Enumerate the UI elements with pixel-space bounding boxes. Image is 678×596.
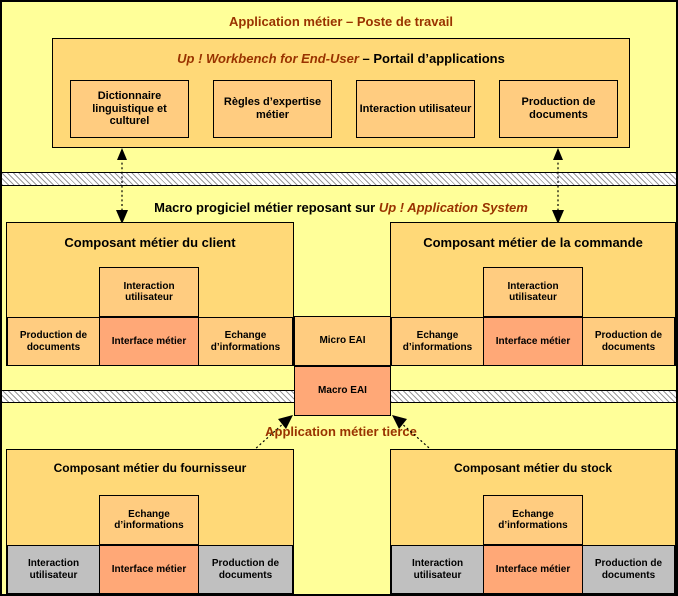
- component-commande-cell-production[interactable]: Production de documents: [582, 317, 675, 366]
- component-stock-cell-interaction[interactable]: Interaction utilisateur: [391, 545, 484, 594]
- separator-band-bottom-left: [2, 390, 294, 403]
- component-fournisseur-header: Composant métier du fournisseur: [53, 461, 247, 475]
- third-party-band-title: Application métier tierce: [265, 424, 417, 439]
- portal-module-interaction[interactable]: Interaction utilisateur: [356, 80, 475, 138]
- component-fournisseur-cell-production[interactable]: Production de documents: [198, 545, 293, 594]
- component-stock-cell-interface[interactable]: Interface métier: [483, 545, 583, 594]
- component-fournisseur-cell-interaction[interactable]: Interaction utilisateur: [7, 545, 100, 594]
- component-client-cell-production[interactable]: Production de documents: [7, 317, 100, 366]
- component-stock-echange-informations[interactable]: Echange d’informations: [483, 495, 583, 545]
- portal-container: Up ! Workbench for End-User – Portail d’…: [52, 38, 630, 148]
- component-stock: Composant métier du stock Echange d’info…: [390, 449, 676, 594]
- component-client-header: Composant métier du client: [64, 235, 236, 250]
- portal-title-suffix: – Portail d’applications: [358, 51, 505, 66]
- component-commande-cell-interface[interactable]: Interface métier: [483, 317, 583, 366]
- component-fournisseur-echange-informations[interactable]: Echange d’informations: [99, 495, 199, 545]
- component-stock-cell-production[interactable]: Production de documents: [582, 545, 675, 594]
- component-client-cell-echange[interactable]: Echange d’informations: [198, 317, 293, 366]
- component-fournisseur-cell-interface[interactable]: Interface métier: [99, 545, 199, 594]
- portal-module-production[interactable]: Production de documents: [499, 80, 618, 138]
- macro-eai-box[interactable]: Macro EAI: [294, 366, 391, 416]
- component-client-interaction-utilisateur[interactable]: Interaction utilisateur: [99, 267, 199, 317]
- component-client: Composant métier du client Interaction u…: [6, 222, 294, 366]
- workstation-band-title: Application métier – Poste de travail: [229, 14, 453, 29]
- component-client-cell-interface[interactable]: Interface métier: [99, 317, 199, 366]
- portal-module-regles[interactable]: Règles d’expertise métier: [213, 80, 332, 138]
- component-commande-interaction-utilisateur[interactable]: Interaction utilisateur: [483, 267, 583, 317]
- micro-eai-box[interactable]: Micro EAI: [294, 316, 391, 366]
- portal-module-dictionnaire[interactable]: Dictionnaire linguistique et culturel: [70, 80, 189, 138]
- component-commande: Composant métier de la commande Interact…: [390, 222, 676, 366]
- component-stock-header: Composant métier du stock: [453, 461, 613, 475]
- component-commande-header: Composant métier de la commande: [423, 235, 643, 250]
- portal-title-product: Up ! Workbench for End-User: [177, 51, 359, 66]
- component-fournisseur: Composant métier du fournisseur Echange …: [6, 449, 294, 594]
- component-commande-cell-echange[interactable]: Echange d’informations: [391, 317, 484, 366]
- macro-band-title-prefix: Macro progiciel métier reposant sur: [154, 200, 379, 215]
- macro-band-title-product: Up ! Application System: [378, 200, 528, 215]
- portal-title: Up ! Workbench for End-User – Portail d’…: [53, 51, 629, 67]
- separator-band-top: [2, 172, 676, 186]
- macro-band-title: Macro progiciel métier reposant sur Up !…: [6, 200, 676, 215]
- separator-band-bottom-right: [391, 390, 676, 403]
